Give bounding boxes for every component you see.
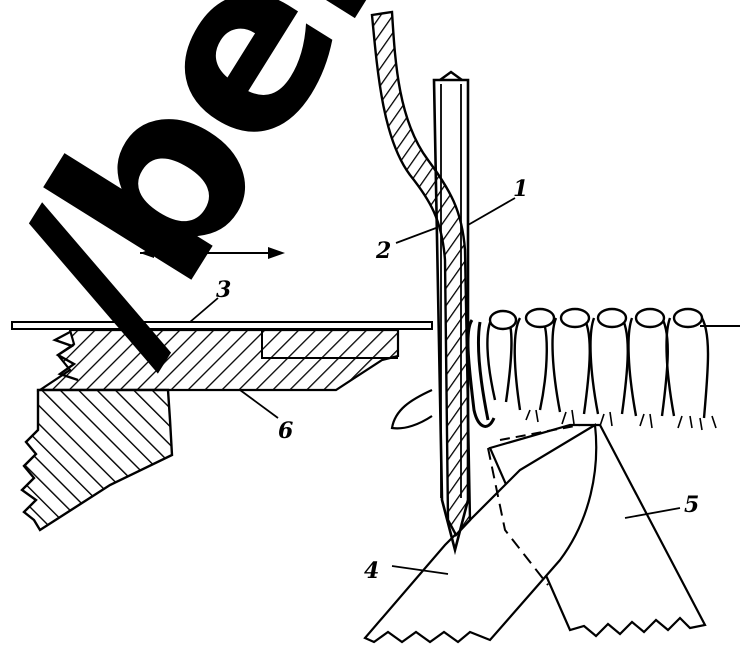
feed-plate — [36, 328, 400, 392]
hook-tip — [390, 388, 433, 430]
thread — [370, 10, 472, 538]
feed-dog — [20, 388, 174, 532]
label-looper-right: 5 — [684, 492, 699, 518]
looper-left — [363, 423, 598, 644]
label-plate: 6 — [278, 418, 293, 444]
thread-loops — [466, 307, 717, 431]
label-presser: 3 — [216, 277, 231, 303]
feed-direction-arrow — [140, 247, 285, 259]
label-thread: 2 — [375, 238, 391, 264]
needle — [432, 70, 470, 556]
leader-lines — [189, 197, 681, 575]
label-needle: 1 — [513, 176, 528, 202]
label-looper-left: 4 — [364, 558, 379, 584]
